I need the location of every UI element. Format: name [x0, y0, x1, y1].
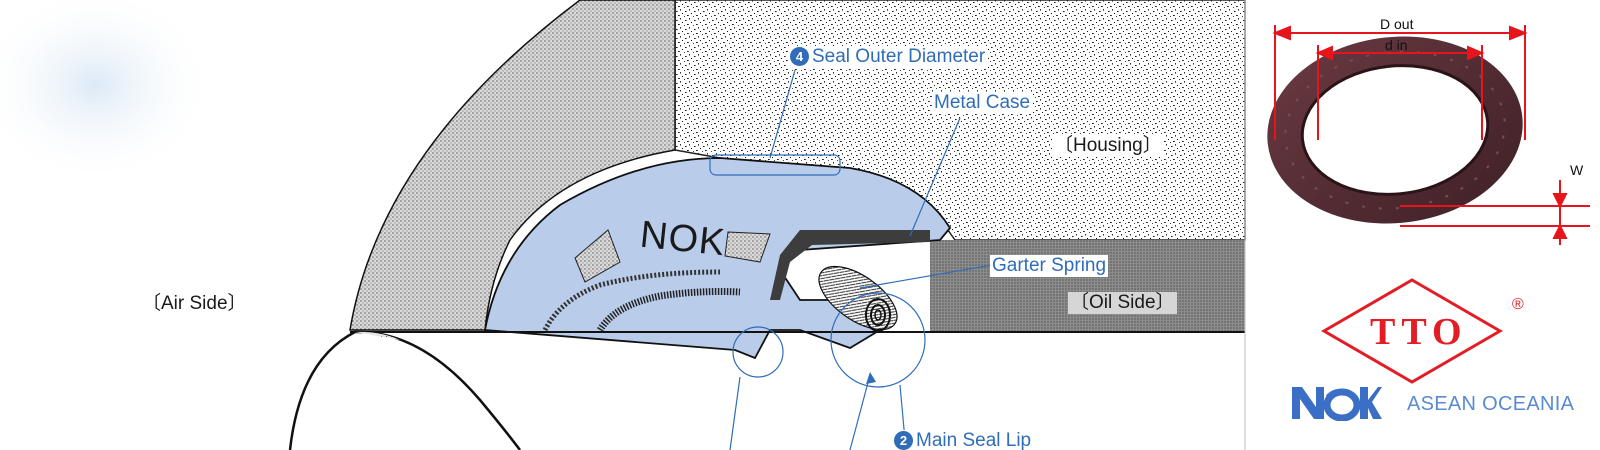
number-badge: 2 [894, 431, 913, 450]
number-badge: 4 [790, 47, 809, 66]
air-side-label: 〔Air Side〕 [140, 293, 249, 315]
metal-case-label: Metal Case [932, 92, 1033, 114]
outer-diameter-dim-label: D out [1380, 16, 1414, 32]
seal-window-right [724, 231, 771, 263]
seal-inner-ring [542, 269, 721, 332]
label-text: Main Seal Lip [916, 430, 1032, 450]
garter-spring-leader [859, 264, 993, 289]
seal-stamp-text: NOK [638, 213, 728, 265]
tto-logo [1321, 278, 1503, 384]
seal-product-image [1267, 36, 1523, 224]
oil-side-label: 〔Oil Side〕 [1068, 292, 1177, 314]
lip-circle-left [732, 326, 784, 378]
housing-label: 〔Housing〕 [1052, 135, 1164, 157]
seal-window-left [574, 229, 621, 283]
housing-face [349, 0, 676, 331]
inner-diameter-dim-label: d in [1385, 37, 1408, 53]
lip-pointer-arrow [866, 372, 876, 384]
metal-case [770, 230, 930, 300]
nok-region-text: ASEAN OCEANIA [1407, 393, 1575, 415]
garter-spring-label: Garter Spring [990, 255, 1109, 277]
nok-logo-icon [1292, 387, 1382, 421]
outer-diameter-highlight [709, 154, 841, 176]
outer-diameter-leader [769, 69, 796, 159]
lip-circle-right [830, 292, 926, 388]
registered-mark: ® [1512, 296, 1524, 313]
shaft-end [288, 330, 521, 450]
oil-region [930, 240, 1245, 332]
width-dim-label: W [1570, 162, 1584, 178]
label-text: Seal Outer Diameter [812, 46, 986, 67]
metal-case-leader [909, 117, 961, 237]
tto-brand-name: TTO [1370, 311, 1468, 353]
background-blur [0, 0, 215, 185]
